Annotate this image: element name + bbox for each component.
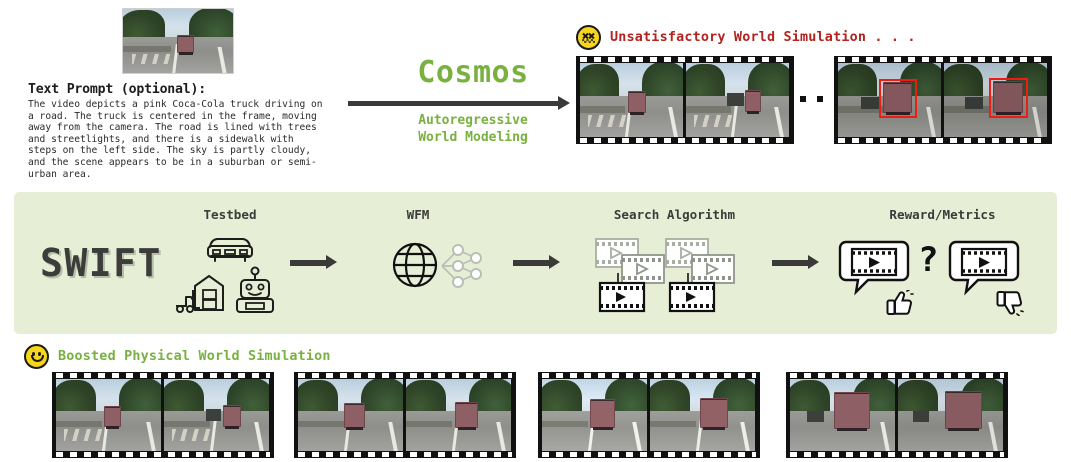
unsatisfactory-clip-1 (576, 56, 794, 144)
flow-arrow-2 (513, 255, 561, 269)
boosted-label: Boosted Physical World Simulation (58, 348, 331, 364)
stage-label-reward-metrics: Reward/Metrics (889, 207, 996, 222)
video-frame (298, 379, 403, 451)
car-icon (205, 234, 255, 264)
prompt-title: Text Prompt (optional): (28, 82, 207, 97)
video-frame (790, 379, 895, 451)
speech-bubble-video-icon (948, 238, 1020, 300)
boosted-header: Boosted Physical World Simulation (24, 343, 331, 369)
boosted-clip-1 (52, 372, 274, 458)
video-frame (944, 63, 1047, 137)
boosted-clip-2 (294, 372, 516, 458)
cosmos-title: Cosmos (417, 55, 529, 90)
video-frame (56, 379, 161, 451)
question-mark: ? (918, 240, 939, 280)
cosmos-flow-arrow (348, 96, 570, 110)
swift-logo: SWIFT (40, 241, 162, 285)
thumbs-down-icon (996, 290, 1024, 316)
video-frame (898, 379, 1003, 451)
video-frame (580, 63, 683, 137)
globe-icon (390, 240, 440, 290)
stage-label-wfm: WFM (406, 207, 430, 222)
speech-bubble-video-icon (838, 238, 910, 300)
thumbs-up-icon (886, 290, 914, 316)
dizzy-face-emoji (576, 24, 601, 50)
stage-label-testbed: Testbed (203, 207, 257, 222)
boosted-clip-3 (538, 372, 760, 458)
boosted-clip-4 (786, 372, 1008, 458)
flow-arrow-1 (290, 255, 338, 269)
video-frame (542, 379, 647, 451)
video-frame (406, 379, 511, 451)
stage-label-search-algorithm: Search Algorithm (613, 207, 736, 222)
robot-icon (232, 266, 278, 314)
smiling-face-emoji (24, 343, 49, 369)
prompt-text: The video depicts a pink Coca-Cola truck… (28, 99, 323, 180)
unsatisfactory-label: Unsatisfactory World Simulation . . . (610, 29, 916, 45)
video-frame (650, 379, 755, 451)
input-video-thumbnail (122, 8, 234, 74)
flow-arrow-3 (772, 255, 820, 269)
unsatisfactory-header: Unsatisfactory World Simulation . . . (576, 24, 916, 50)
warehouse-forklift-icon (173, 268, 229, 314)
video-frame (164, 379, 269, 451)
video-clip-tree-icon (592, 235, 762, 315)
neural-network-icon (432, 240, 486, 292)
video-frame (838, 63, 941, 137)
video-frame (686, 63, 789, 137)
unsatisfactory-clip-2 (834, 56, 1052, 144)
cosmos-subtitle: Autoregressive World Modeling (418, 113, 528, 145)
